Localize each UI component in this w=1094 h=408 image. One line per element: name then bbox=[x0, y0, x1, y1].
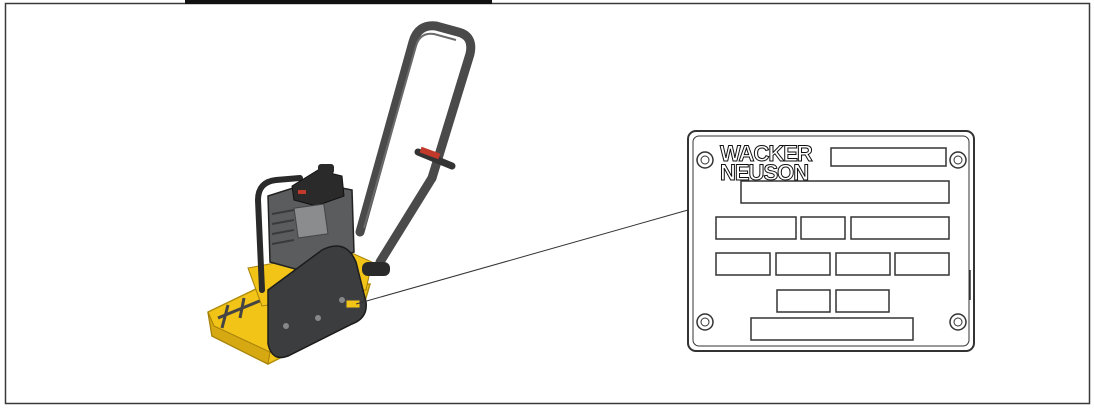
screw-hole-bottom-left bbox=[696, 313, 714, 331]
screw-hole-top-right bbox=[949, 151, 967, 169]
side-handle bbox=[362, 262, 390, 276]
handle-bar bbox=[355, 21, 476, 237]
brand-line-1: WACKER bbox=[720, 141, 813, 166]
handle-inner-edge bbox=[363, 32, 457, 229]
field-row-4-a bbox=[776, 289, 831, 313]
handle-bar-lower bbox=[375, 173, 437, 267]
belt-guard-bolt-2 bbox=[315, 315, 321, 321]
belt-guard-bolt-1 bbox=[283, 323, 289, 329]
leader-line bbox=[355, 209, 689, 305]
field-row-5-wide bbox=[750, 317, 914, 341]
field-row-2-c bbox=[850, 216, 950, 240]
nameplate-inner bbox=[692, 135, 970, 347]
field-row-4-b bbox=[835, 289, 890, 313]
nameplate: WACKER NEUSON bbox=[687, 130, 975, 352]
screw-hole-bottom-right bbox=[949, 313, 967, 331]
fuel-cap bbox=[318, 164, 334, 174]
field-row-3-a bbox=[715, 252, 771, 276]
frame-tab bbox=[185, 0, 492, 4]
handle-decal bbox=[419, 146, 441, 160]
belt-guard-bolt-3 bbox=[339, 297, 345, 303]
engine-fins bbox=[271, 209, 295, 245]
field-row-3-d bbox=[894, 252, 950, 276]
engine-cage bbox=[254, 175, 303, 293]
machine-nameplate-spot bbox=[345, 299, 361, 309]
base-plate-rail bbox=[217, 297, 263, 329]
field-row-2-b bbox=[800, 216, 846, 240]
field-row-3-c bbox=[835, 252, 891, 276]
engine-accent bbox=[298, 190, 306, 194]
nameplate-border bbox=[687, 130, 975, 352]
handle-crossbar bbox=[414, 148, 456, 170]
field-row-1-wide bbox=[740, 180, 950, 204]
engine-label bbox=[293, 203, 329, 239]
field-row-2-a bbox=[715, 216, 797, 240]
belt-guard bbox=[267, 245, 367, 359]
plate-compactor-illustration bbox=[207, 21, 476, 365]
field-row-3-b bbox=[775, 252, 831, 276]
screw-hole-top-left bbox=[696, 151, 714, 169]
field-top-right bbox=[830, 147, 947, 167]
base-plate-front bbox=[207, 311, 271, 365]
